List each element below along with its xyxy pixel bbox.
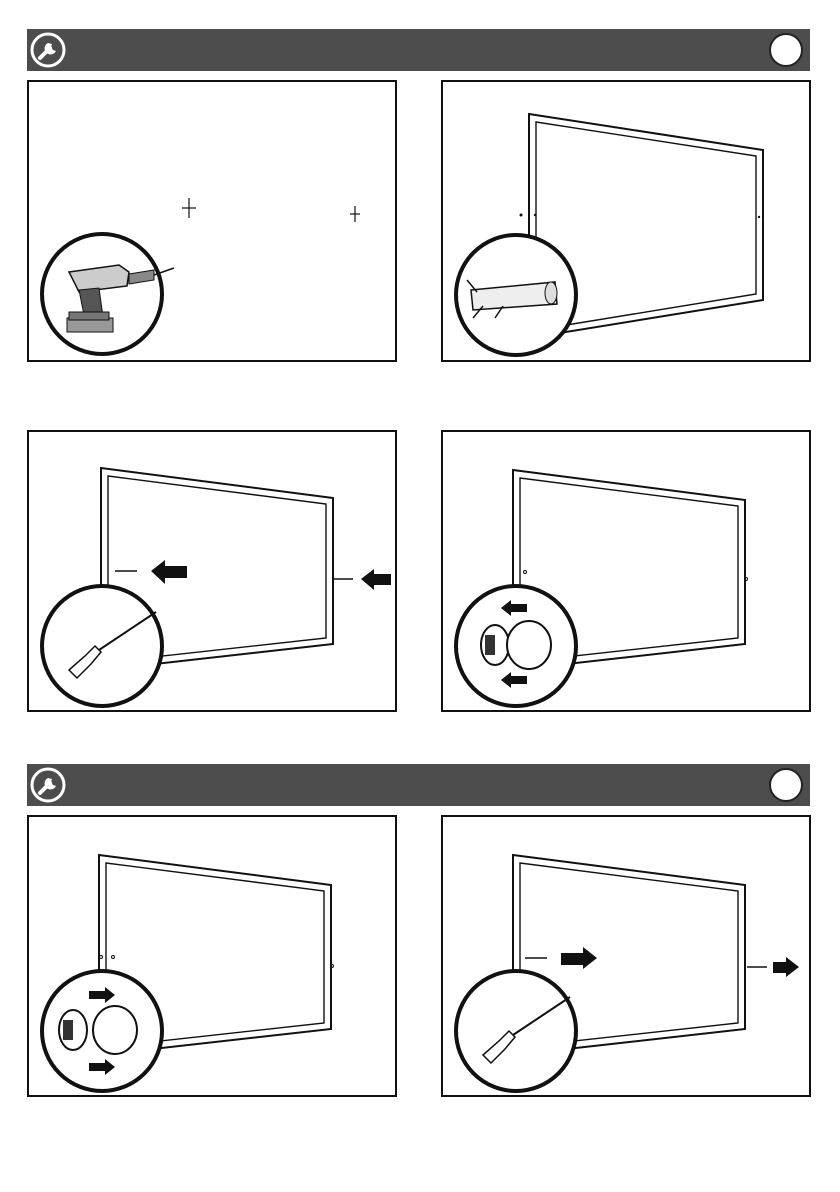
arrow-right-icon xyxy=(773,957,799,977)
screwdriver-icon xyxy=(456,971,576,1091)
drill-icon xyxy=(42,234,174,354)
crosshair-icon xyxy=(182,198,196,218)
arrow-left-icon xyxy=(361,569,391,590)
panel-attach-magnetic-caps xyxy=(441,430,811,712)
wrench-icon xyxy=(27,764,69,806)
magnetic-cap-icon xyxy=(456,586,576,706)
section-header-removal xyxy=(27,764,810,806)
magnetic-cap-icon xyxy=(42,971,162,1091)
step-number-badge xyxy=(768,767,804,803)
panel-insert-wall-plugs xyxy=(441,80,811,362)
section-header-install xyxy=(27,29,810,71)
panel-screw-in-screws xyxy=(27,430,397,712)
wrench-icon xyxy=(27,29,69,71)
panel-drill-holes xyxy=(27,80,397,362)
step-number-badge xyxy=(768,32,804,68)
arrow-right-icon xyxy=(561,947,597,969)
wall-plug-icon xyxy=(456,235,576,355)
panel-remove-magnetic-caps xyxy=(27,815,397,1097)
panel-unscrew-screws xyxy=(441,815,811,1097)
screwdriver-icon xyxy=(42,586,162,706)
arrow-left-icon xyxy=(151,560,187,584)
crosshair-icon xyxy=(350,206,360,222)
